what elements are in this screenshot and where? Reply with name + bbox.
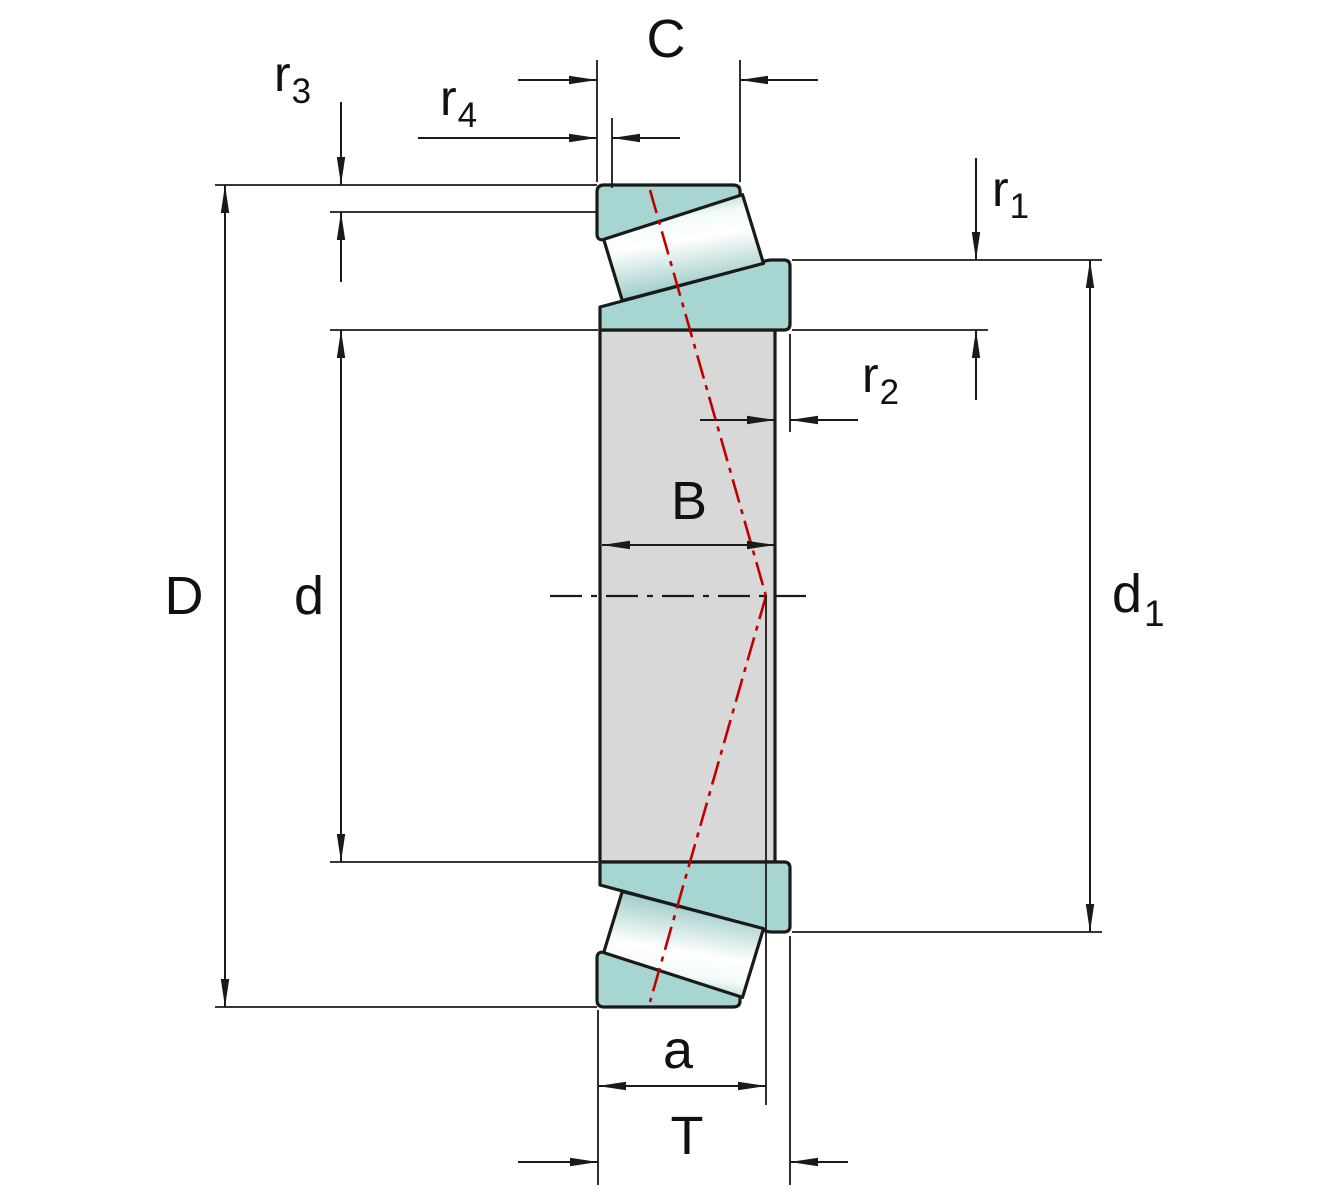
dim-a: a: [598, 596, 767, 1105]
pressure-line-bottom: [648, 595, 768, 1003]
inner-ring-top: [598, 258, 792, 332]
outer-ring-bottom: [595, 950, 742, 1009]
label-D: D: [165, 566, 204, 626]
dim-r4: r4: [418, 70, 680, 188]
inner-ring-bottom: [598, 860, 792, 934]
dim-r1: r1: [792, 158, 1029, 400]
label-d1: d1: [1112, 564, 1165, 634]
dim-d: d: [294, 329, 598, 863]
label-r3: r3: [274, 46, 311, 111]
label-C: C: [647, 9, 686, 69]
dim-B: B: [602, 471, 775, 550]
dim-r2: r2: [700, 334, 899, 432]
dim-T: T: [518, 936, 848, 1185]
dim-r3: r3: [274, 46, 597, 282]
label-r2: r2: [862, 347, 899, 412]
label-r1: r1: [992, 161, 1029, 226]
dim-C: C: [518, 9, 818, 182]
label-a: a: [663, 1020, 694, 1080]
label-B: B: [671, 471, 707, 531]
dim-d1: d1: [792, 259, 1165, 933]
label-d: d: [294, 566, 324, 626]
pressure-line-top: [648, 189, 768, 597]
outer-ring-top: [595, 183, 742, 242]
dim-D: D: [165, 184, 597, 1008]
roller-bottom: [602, 889, 766, 999]
bearing-section: [550, 183, 815, 1009]
label-T: T: [671, 1106, 704, 1166]
label-r4: r4: [440, 70, 477, 135]
roller-top: [602, 193, 766, 303]
